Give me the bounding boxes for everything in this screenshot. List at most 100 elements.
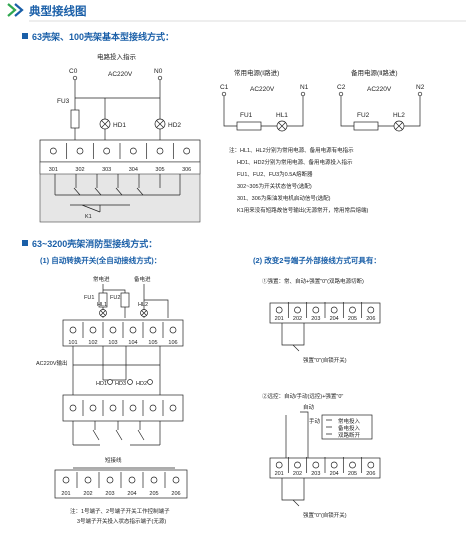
c0-label: C0 [69,68,78,75]
terminal-number: 301 [49,167,58,173]
terminal-screw-icon [62,476,70,484]
terminal-number: 102 [88,340,97,346]
terminal-screw-icon [149,326,157,334]
hl2-lamp-icon [140,309,148,317]
left-subtitle: (1) 自动转换开关(全自动接线方式)： [40,255,161,265]
terminal-number: 206 [171,491,180,497]
terminal-screw-icon [294,461,301,469]
fu3-fuse [70,109,80,129]
header: 典型接线图 [7,3,466,22]
terminal-screw-icon [169,326,177,334]
hl2-label: HL2 [138,302,148,308]
terminal-number: 106 [168,340,177,346]
supply-1-lamp-icon [276,120,288,132]
terminal-screw-icon [129,326,137,334]
terminal-number: 202 [293,471,302,477]
terminal-screw-icon [367,306,375,314]
section-1-bullet-icon [22,33,28,39]
note-line: 注：HL1、HL2分别为常用电源、备用电源有电指示 [229,146,354,154]
terminal-screw-icon [109,404,117,412]
hl1-label: HL1 [97,302,107,308]
terminal-number: 103 [108,340,117,346]
terminal-screw-icon [150,476,158,484]
fu2-label: FU2 [110,295,120,301]
terminal-number: 204 [127,491,136,497]
indicator-label: 电路投入指示 [97,52,137,61]
note-line: 301、306为柴油发电机启动信号(选配) [237,194,331,202]
backup-in-label: 备电进 [134,275,151,283]
terminal-number: 104 [128,340,137,346]
hd2-label: HD2 [168,122,181,129]
terminal-number: 305 [155,167,164,173]
right-subtitle: (2) 改变2号端子外部接线方式可具有： [253,255,381,265]
terminal-screw-icon [128,476,136,484]
note-line: K1用来没有短路故信号输出(无源常开，常用常后熔端) [237,206,369,214]
ac-out-label: AC220V输出 [36,359,68,367]
terminal-number: 205 [348,316,357,322]
hd2-small-label: HD2 [136,381,147,387]
terminal-number: 304 [129,167,138,173]
terminal-number: 303 [102,167,111,173]
terminal-screw-icon [103,147,111,155]
terminal-screw-icon [294,306,301,314]
brand-logo-icon [7,3,24,17]
terminal-screw-icon [69,326,77,334]
terminal-screw-icon [109,326,117,334]
section-2-bullet-icon [22,240,28,246]
note-line: 302~305为开关状态信号(选配) [237,182,312,190]
hd-lamp-icon [107,379,113,385]
terminal-screw-icon [312,461,320,469]
terminal-screw-icon [172,476,180,484]
section-1: 63壳架、100壳架基本型接线方式： 电路投入指示 C0 N0 AC220V F… [22,31,425,223]
terminal-number: 306 [182,167,191,173]
fu2-fuse [120,292,130,308]
fu1-label: FU1 [84,295,94,301]
section-2-heading: 63~3200壳架消防型接线方式： [32,238,157,249]
option-2-title: ②远控：自动/手动(远控)+强置"0" [262,392,343,400]
terminal-screw-icon [76,147,84,155]
k1-label: K1 [85,214,92,220]
terminal-number: 205 [149,491,158,497]
terminal-screw-icon [89,326,97,334]
terminal-screw-icon [156,147,164,155]
note-1-line-1: 注：1号端子、2号端子开关工作控制端子 [70,507,170,515]
both-off-small: 双路断开 [338,431,361,439]
terminal-screw-icon [349,306,356,314]
hd1-small-label: HD1 [96,381,107,387]
option-2-diagram: ②远控：自动/手动(远控)+强置"0" 自动 手动 常电投入 备电投入 双路断开… [262,392,381,519]
terminal-screw-icon [367,461,375,469]
hd1-label: HD1 [113,122,126,129]
hd1-lamp-icon [99,118,111,130]
terminal-number: 101 [68,340,77,346]
section-1-notes: 注：HL1、HL2分别为常用电源、备用电源有电指示 HD1、HD2分别为常用电源… [229,146,369,214]
terminal-number: 202 [83,491,92,497]
auto-label: 自动 [303,403,315,411]
supply-1-hl-label: HL1 [276,112,288,119]
terminal-number: 204 [330,316,339,322]
supply-1-fu-label: FU1 [240,112,253,119]
terminal-screw-icon [84,476,92,484]
terminal-screw-icon [89,404,97,412]
terminal-screw-icon [330,306,338,314]
n0-terminal [157,75,163,81]
terminal-number: 201 [61,491,70,497]
n0-label: N0 [154,68,163,75]
supply-2-diagram: 备用电源(Ⅱ路进) C2 N2 AC220V FU2 HL2 [337,68,425,132]
section-1-heading: 63壳架、100壳架基本型接线方式： [32,31,174,42]
terminal-screw-icon [275,461,283,469]
terminal-screw-icon [129,404,137,412]
terminal-screw-icon [330,461,338,469]
option-2-foot: 强置"0"(自锁开关) [303,511,347,519]
note-line: FU1、FU2、FU3为0.5A熔断器 [237,170,313,178]
basic-circuit-diagram: 电路投入指示 C0 N0 AC220V FU3 HD1 HD2 [39,52,201,223]
supply-1-fuse [236,121,262,131]
terminal-number: 206 [366,316,375,322]
supply-1-diagram: 常用电源(Ⅰ路进) C1 N1 AC220V FU1 HL1 [220,68,309,132]
hd2-lamp-icon [154,118,166,130]
option-1-title: ①强置：常、自动+强置"0"(双路电源切断) [262,277,364,285]
supply-1-n-label: N1 [300,84,309,91]
note-1-line-2: 3号端子开关投入状态指示端子(无源) [77,517,166,525]
supply-1-ac-label: AC220V [250,86,275,93]
manual-label: 手动 [309,417,321,425]
